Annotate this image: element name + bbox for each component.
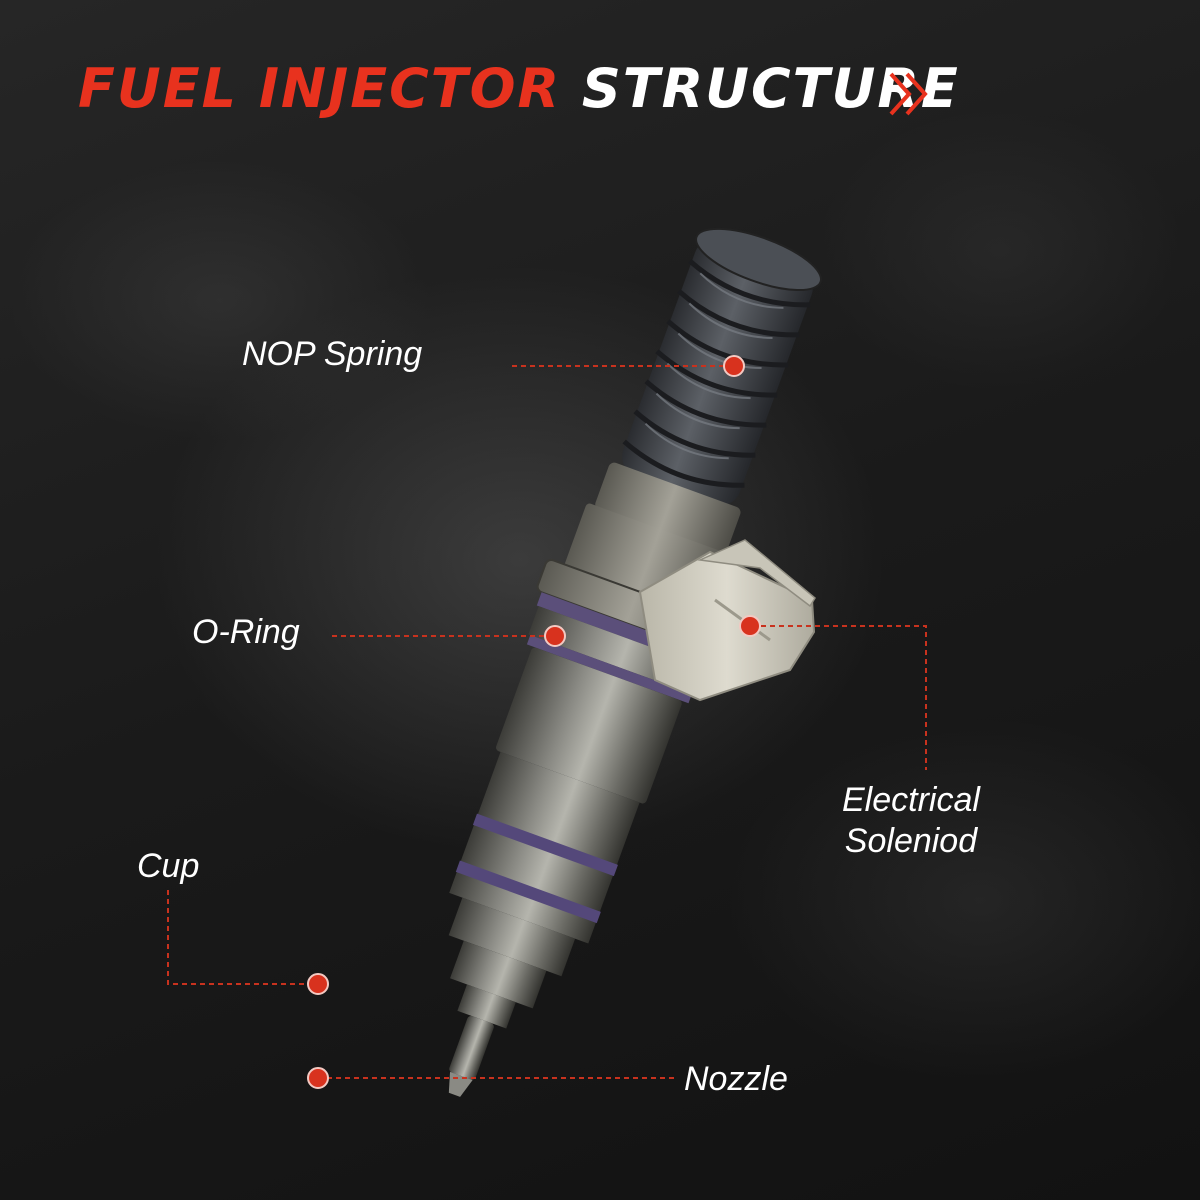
nop-spring-coils xyxy=(622,227,822,506)
label-nop-spring: NOP Spring xyxy=(242,335,423,373)
marker-electrical-solenoid xyxy=(739,615,761,637)
label-cup: Cup xyxy=(137,847,200,885)
marker-nop-spring xyxy=(723,355,745,377)
label-nozzle: Nozzle xyxy=(684,1060,788,1098)
title-accent: FUEL INJECTOR xyxy=(78,57,562,120)
marker-o-ring xyxy=(544,625,566,647)
marker-cup xyxy=(307,973,329,995)
leader-electrical xyxy=(752,625,927,770)
double-chevron-right-icon xyxy=(889,72,928,116)
label-electrical-line2: Soleniod xyxy=(844,821,978,860)
electrical-solenoid-connector xyxy=(638,539,816,702)
leader-cup xyxy=(167,890,318,985)
label-electrical-line1: Electrical xyxy=(842,781,980,819)
label-o-ring: O-Ring xyxy=(192,613,300,651)
leader-lines xyxy=(167,365,927,1079)
marker-nozzle xyxy=(307,1067,329,1089)
label-electrical-solenoid: Electrical Soleniod xyxy=(842,780,980,862)
